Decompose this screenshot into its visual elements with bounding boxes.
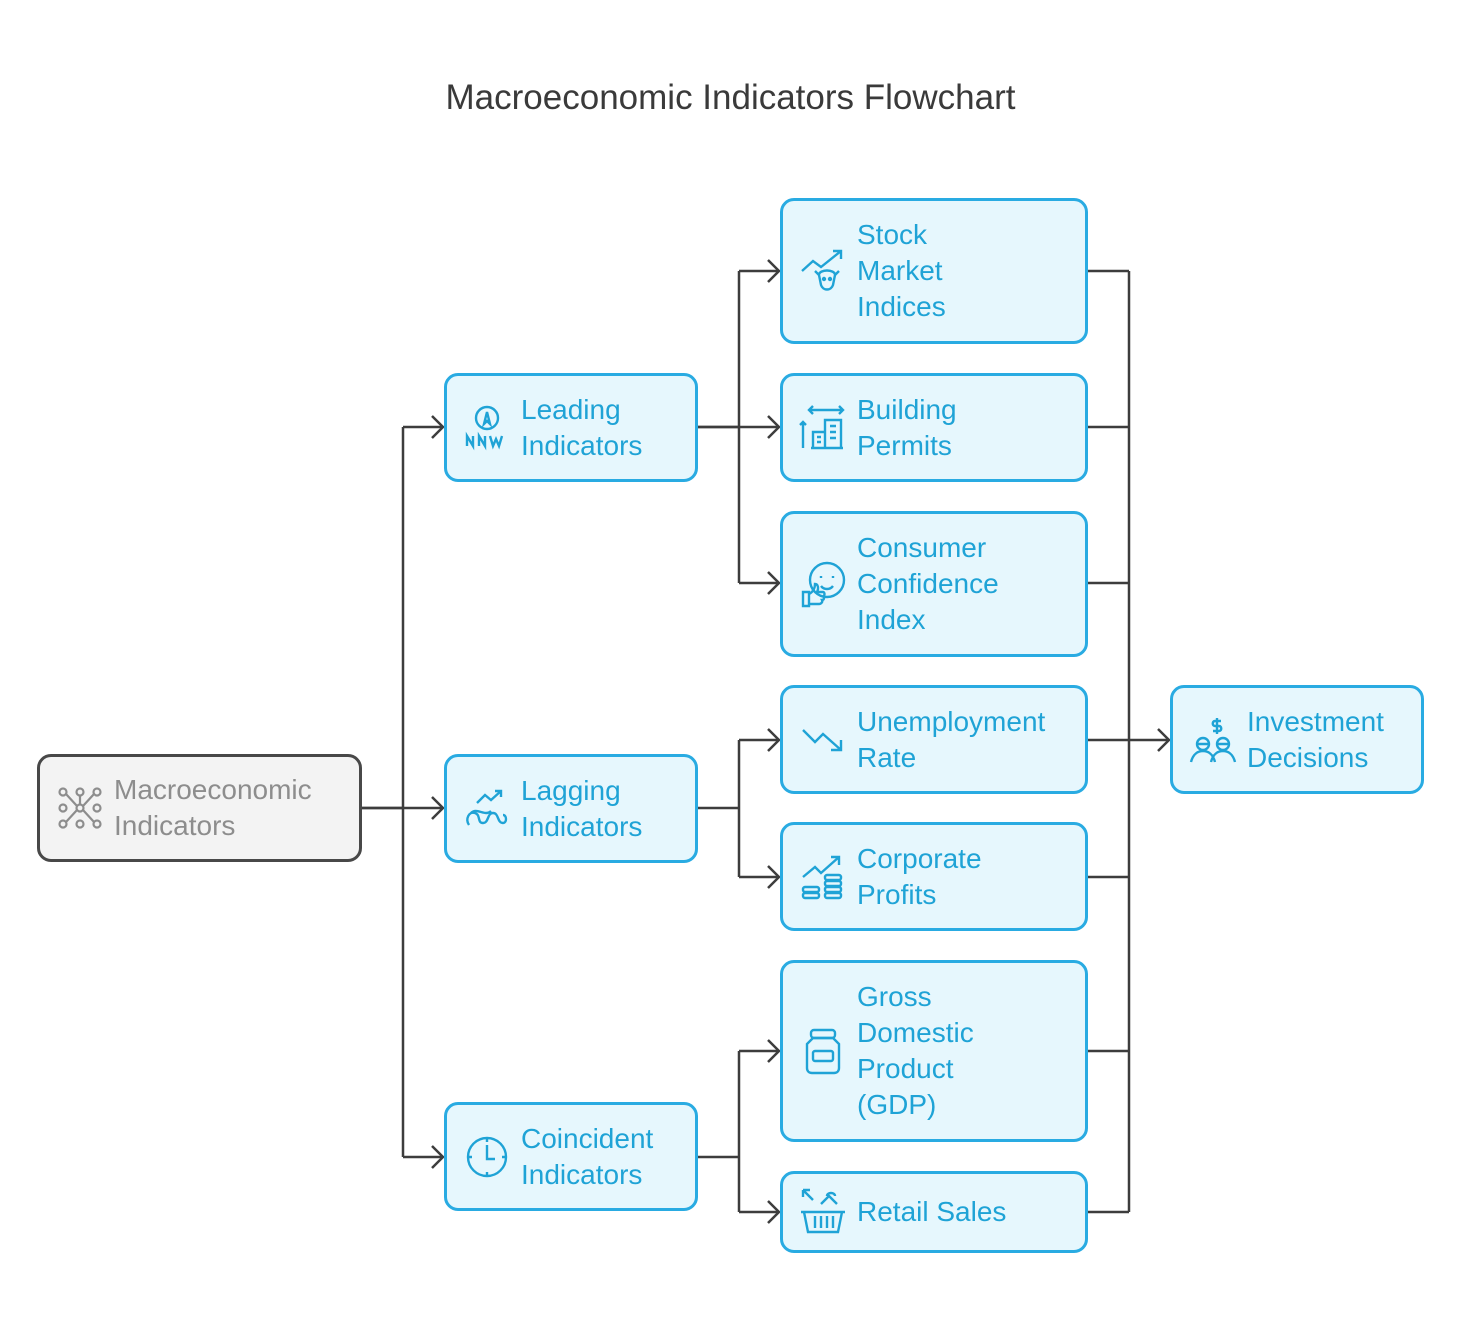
bull-chart-icon (801, 249, 843, 291)
node-label: Lagging Indicators (521, 774, 643, 842)
arrowhead-lagging (431, 796, 445, 820)
arrowhead-investment (1157, 728, 1171, 752)
node-label: Unemployment Rate (857, 705, 1046, 773)
node-consumer-confidence-index[interactable]: Consumer Confidence Index (780, 511, 1088, 657)
arrowhead-corporate (767, 865, 781, 889)
node-label: Leading Indicators (521, 393, 643, 461)
arrowhead-leading (431, 415, 445, 439)
arrowhead-gdp (767, 1039, 781, 1063)
node-label: Building Permits (857, 393, 957, 461)
building-icon (799, 404, 845, 449)
trend-down-icon (802, 728, 843, 751)
arrowhead-consumer (767, 571, 781, 595)
edge-lagging-trunk (697, 740, 741, 877)
node-investment-decisions[interactable]: Investment Decisions (1170, 685, 1424, 794)
network-nodes-icon (58, 787, 102, 829)
arrowhead-permits (767, 415, 781, 439)
node-corporate-profits[interactable]: Corporate Profits (780, 822, 1088, 931)
node-coincident-indicators[interactable]: Coincident Indicators (444, 1102, 698, 1211)
basket-icon (801, 1188, 845, 1234)
node-gross-domestic-product[interactable]: Gross Domestic Product (GDP) (780, 960, 1088, 1142)
node-label: Macroeconomic Indicators (114, 774, 312, 841)
diagram-title: Macroeconomic Indicators Flowchart (445, 78, 1016, 117)
clock-icon (466, 1136, 508, 1177)
compass-icon (465, 405, 504, 450)
node-label: Investment Decisions (1247, 705, 1384, 773)
node-unemployment-rate[interactable]: Unemployment Rate (780, 685, 1088, 794)
node-label: Gross Domestic Product (GDP) (857, 981, 974, 1120)
arrowhead-stock (767, 259, 781, 283)
node-label: Consumer Confidence Index (857, 532, 999, 635)
coins-chart-icon (801, 855, 843, 899)
arrowhead-unemployment (767, 728, 781, 752)
edge-coincident-trunk (697, 1051, 741, 1212)
node-stock-market-indices[interactable]: Stock Market Indices (780, 198, 1088, 344)
jar-icon (805, 1028, 841, 1075)
node-label: Corporate Profits (857, 842, 982, 910)
node-label: Retail Sales (857, 1196, 1007, 1227)
node-retail-sales[interactable]: Retail Sales (780, 1171, 1088, 1253)
trend-squiggle-icon (466, 789, 508, 826)
node-label: Stock Market Indices (857, 219, 946, 322)
edge-macro-trunk (361, 427, 405, 1157)
arrowhead-coincident (431, 1145, 445, 1169)
node-macroeconomic-indicators[interactable]: Macroeconomic Indicators (37, 754, 362, 862)
smile-thumb-icon (801, 561, 846, 608)
arrowhead-retail (767, 1200, 781, 1224)
node-leading-indicators[interactable]: Leading Indicators (444, 373, 698, 482)
investors-icon (1189, 717, 1237, 762)
node-label: Coincident Indicators (521, 1122, 654, 1190)
node-lagging-indicators[interactable]: Lagging Indicators (444, 754, 698, 863)
node-building-permits[interactable]: Building Permits (780, 373, 1088, 482)
